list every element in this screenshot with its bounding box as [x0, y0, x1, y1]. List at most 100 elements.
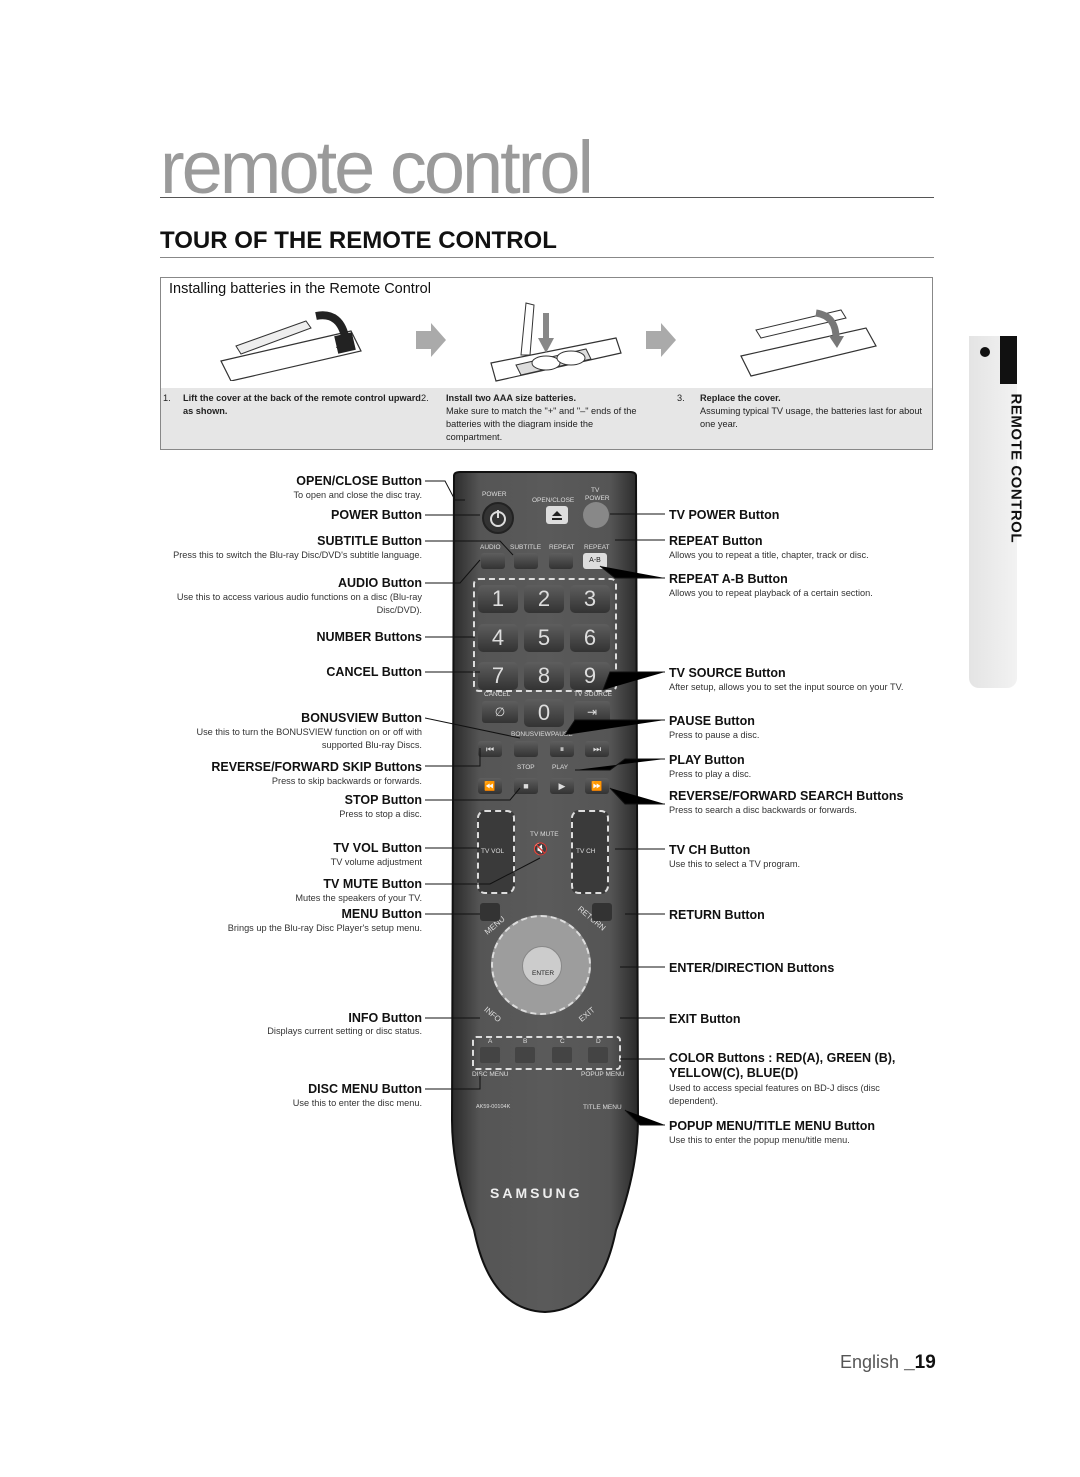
desc-pause-button: Press to pause a disc. [669, 730, 760, 740]
color-yellow-button[interactable] [552, 1047, 572, 1063]
battery-step-3: 3. Replace the cover. Assuming typical T… [677, 393, 922, 429]
digit-9-button[interactable]: 9 [570, 662, 610, 690]
open-close-button[interactable] [546, 506, 568, 524]
menu-button[interactable] [480, 903, 500, 921]
desc-open-close-button: To open and close the disc tray. [293, 490, 422, 500]
desc-repeat-button: Allows you to repeat a title, chapter, t… [669, 550, 869, 560]
subtitle-button[interactable] [514, 553, 538, 569]
desc-stop-button: Press to stop a disc. [339, 809, 422, 819]
remote-cancel-label: CANCEL [484, 691, 511, 698]
battery-install-box: Installing batteries in the Remote Contr… [160, 277, 933, 450]
desc-audio-button: Use this to access various audio functio… [176, 592, 422, 615]
color-buttons-outline [472, 1036, 621, 1070]
remote-color-b-label: B [523, 1038, 528, 1045]
desc-tv-vol-button: TV volume adjustment [330, 857, 422, 867]
digit-6-button[interactable]: 6 [570, 624, 610, 652]
cancel-button[interactable]: ∅ [482, 701, 518, 723]
label-enter-direction-buttons: ENTER/DIRECTION Buttons [669, 961, 835, 975]
digit-2-button[interactable]: 2 [524, 585, 564, 613]
remote-open-close-label: OPEN/CLOSE [532, 497, 575, 504]
desc-bonusview-button: Use this to turn the BONUSVIEW function … [196, 727, 422, 750]
remote-tv-label: TV [591, 487, 600, 494]
remote-bonusview-label: BONUSVIEW [511, 731, 551, 738]
title-rule [160, 197, 934, 198]
section-title: TOUR OF THE REMOTE CONTROL [160, 227, 557, 254]
remote-popup-menu-label: POPUP MENU [581, 1071, 625, 1078]
repeat-ab-button[interactable]: A-B [583, 553, 607, 569]
section-rule [160, 257, 934, 258]
bonusview-button[interactable] [514, 741, 538, 757]
footer-language: English [840, 1352, 900, 1372]
desc-tv-ch-button: Use this to select a TV program. [669, 859, 801, 869]
battery-box-title: Installing batteries in the Remote Contr… [169, 281, 431, 297]
color-green-button[interactable] [515, 1047, 535, 1063]
digit-7-button[interactable]: 7 [478, 662, 518, 690]
label-number-buttons: NUMBER Buttons [316, 630, 422, 644]
side-tab-label: REMOTE CONTROL [1007, 393, 1025, 544]
label-repeat-button: REPEAT Button [669, 534, 763, 548]
enter-button[interactable] [522, 946, 562, 986]
color-red-button[interactable] [480, 1047, 500, 1063]
digit-5-button[interactable]: 5 [524, 624, 564, 652]
label-exit-button: EXIT Button [669, 1012, 741, 1026]
label-info-button: INFO Button [348, 1011, 422, 1025]
skip-forward-button[interactable]: ⏭ [585, 741, 609, 757]
label-stop-button: STOP Button [344, 793, 422, 807]
return-button[interactable] [592, 903, 612, 921]
power-icon [490, 510, 506, 527]
digit-8-button[interactable]: 8 [524, 662, 564, 690]
power-button[interactable] [482, 502, 514, 534]
number-buttons-outline [473, 578, 617, 692]
desc-tv-mute-button: Mutes the speakers of your TV. [295, 893, 422, 903]
label-tv-source-button: TV SOURCE Button [669, 666, 786, 680]
label-audio-button: AUDIO Button [337, 576, 422, 590]
digit-1-button[interactable]: 1 [478, 585, 518, 613]
label-popup-title-menu-button: POPUP MENU/TITLE MENU Button [669, 1119, 876, 1133]
remote-stop-label: STOP [517, 764, 535, 771]
label-cancel-button: CANCEL Button [326, 665, 422, 679]
desc-disc-menu-button: Use this to enter the disc menu. [292, 1098, 422, 1108]
pause-button[interactable]: ⏸ [550, 741, 574, 757]
label-search-buttons: REVERSE/FORWARD SEARCH Buttons [669, 789, 904, 803]
repeat-button[interactable] [549, 553, 573, 569]
page-title: remote control [160, 126, 594, 209]
side-tab-marker [1000, 336, 1017, 384]
page-footer: English _19 [840, 1352, 936, 1374]
skip-back-button[interactable]: ⏮ [478, 741, 502, 757]
tv-vol-button[interactable] [477, 810, 515, 894]
search-forward-button[interactable]: ⏩ [585, 778, 609, 794]
label-open-close-button: OPEN/CLOSE Button [296, 474, 422, 488]
label-skip-buttons: REVERSE/FORWARD SKIP Buttons [211, 760, 422, 774]
color-blue-button[interactable] [588, 1047, 608, 1063]
label-repeat-ab-button: REPEAT A-B Button [669, 572, 788, 586]
remote-batteries-illustration [490, 302, 622, 382]
label-subtitle-button: SUBTITLE Button [317, 534, 422, 548]
side-tab [969, 336, 1017, 688]
audio-button[interactable] [481, 553, 505, 569]
tv-ch-button[interactable] [571, 810, 609, 894]
tv-power-button[interactable] [583, 502, 609, 528]
search-back-button[interactable]: ⏪ [478, 778, 502, 794]
remote-open-cover-illustration [220, 311, 362, 381]
digit-4-button[interactable]: 4 [478, 624, 518, 652]
label-pause-button: PAUSE Button [669, 714, 755, 728]
label-tv-vol-button: TV VOL Button [333, 841, 422, 855]
remote-enter-label: ENTER [532, 970, 555, 977]
remote-tv-mute-label: TV MUTE [530, 831, 559, 838]
battery-step-2: 2. Install two AAA size batteries. Make … [421, 393, 637, 442]
remote-title-menu-label: TITLE MENU [583, 1104, 622, 1111]
callout-lines [425, 480, 665, 1126]
desc-repeat-ab-button: Allows you to repeat playback of a certa… [669, 588, 873, 598]
tv-mute-button[interactable]: 🔇 [533, 842, 548, 856]
tv-source-button[interactable]: ⇥ [574, 701, 610, 723]
digit-3-button[interactable]: 3 [570, 585, 610, 613]
eject-icon [552, 511, 562, 520]
remote-play-label: PLAY [552, 764, 569, 771]
remote-audio-label: AUDIO [480, 544, 501, 551]
play-button[interactable]: ▶ [550, 778, 574, 794]
stop-button[interactable]: ■ [514, 778, 538, 794]
label-disc-menu-button: DISC MENU Button [308, 1082, 422, 1096]
digit-0-button[interactable]: 0 [524, 699, 564, 727]
label-bonusview-button: BONUSVIEW Button [301, 711, 422, 725]
arrow-right-icon [416, 323, 446, 357]
